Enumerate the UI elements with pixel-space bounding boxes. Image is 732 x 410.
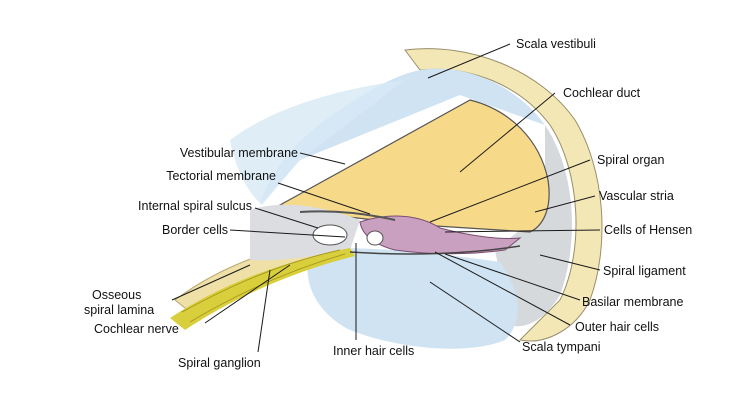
label-outer-hair-cells: Outer hair cells: [575, 320, 659, 334]
tunnel-ellipse: [367, 231, 383, 245]
label-inner-hair-cells: Inner hair cells: [333, 344, 414, 358]
label-vestibular-membrane: Vestibular membrane: [132, 146, 298, 160]
label-cochlear-nerve: Cochlear nerve: [94, 322, 179, 336]
label-osseous-line2: spiral lamina: [84, 303, 154, 317]
scala-tympani-region: [307, 248, 517, 349]
label-cochlear-duct: Cochlear duct: [563, 86, 640, 100]
label-spiral-organ: Spiral organ: [597, 153, 664, 167]
label-basilar-membrane: Basilar membrane: [582, 295, 683, 309]
label-scala-tympani: Scala tympani: [522, 340, 601, 354]
label-tectorial-membrane: Tectorial membrane: [112, 169, 276, 183]
label-osseous-line1: Osseous: [92, 288, 141, 302]
label-scala-vestibuli: Scala vestibuli: [516, 37, 596, 51]
label-vascular-stria: Vascular stria: [599, 189, 674, 203]
label-spiral-ganglion: Spiral ganglion: [178, 356, 261, 370]
label-internal-spiral-sulcus: Internal spiral sulcus: [78, 199, 252, 213]
label-spiral-ligament: Spiral ligament: [603, 264, 686, 278]
leader-vestibular-membrane: [300, 153, 345, 164]
label-cells-of-hensen: Cells of Hensen: [604, 223, 692, 237]
label-border-cells: Border cells: [120, 223, 228, 237]
